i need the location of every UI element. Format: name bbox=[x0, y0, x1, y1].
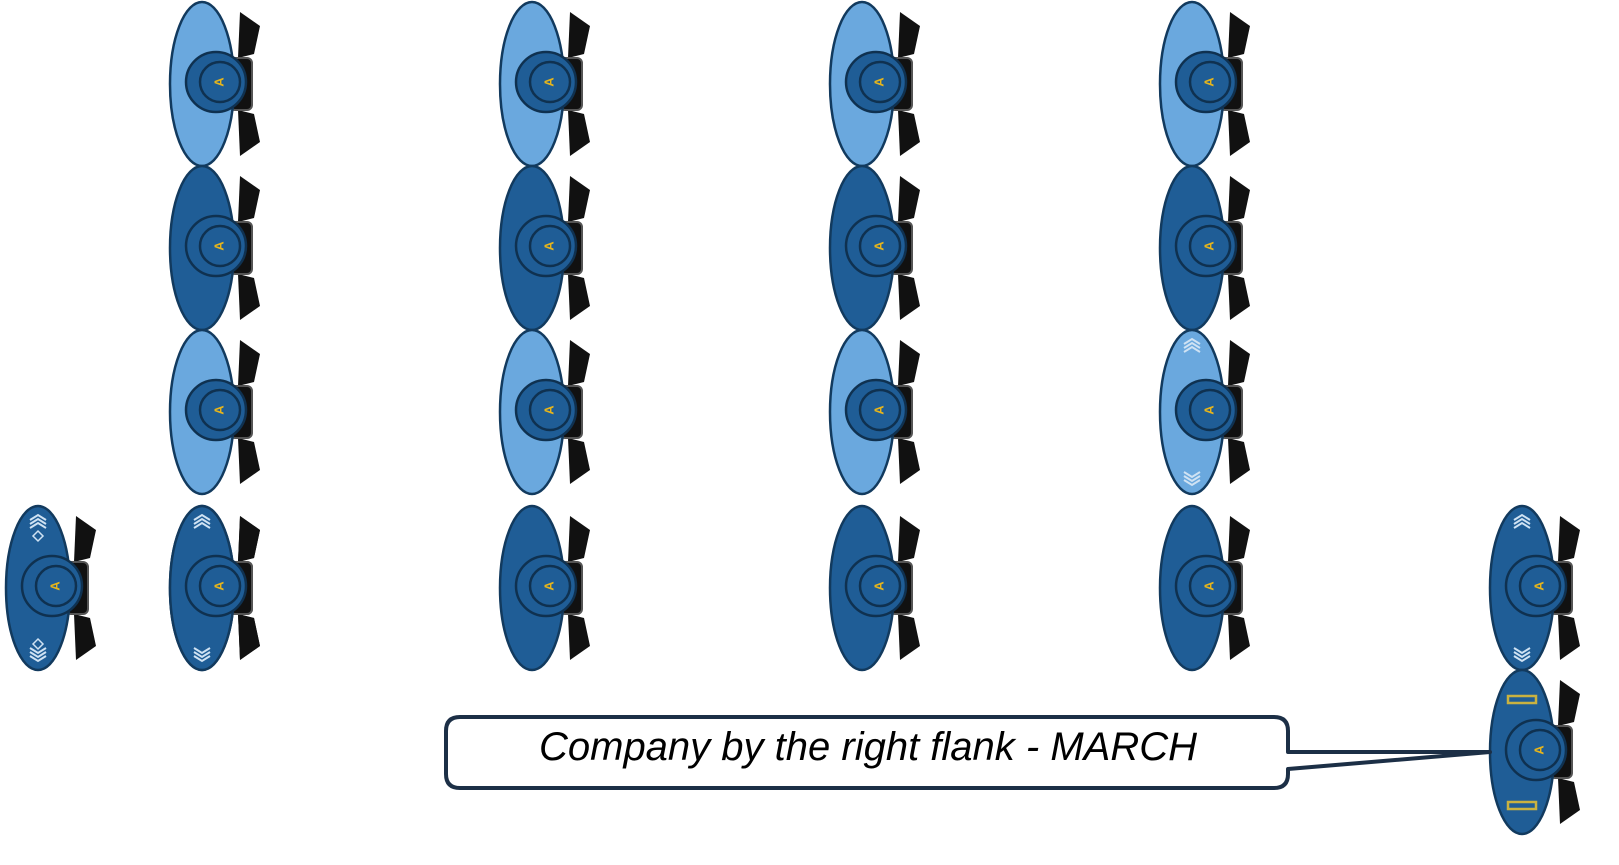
callout-text: Company by the right flank - MARCH bbox=[539, 725, 1197, 769]
soldier-left-guide: A bbox=[4, 504, 98, 672]
soldier-letter: A bbox=[871, 77, 886, 87]
soldier-r2-c2: A bbox=[498, 164, 592, 332]
soldier-letter: A bbox=[211, 405, 226, 415]
soldier-r1-c2: A bbox=[498, 0, 592, 168]
soldier-r3-c1: A bbox=[168, 328, 262, 496]
soldier-letter: A bbox=[1201, 581, 1216, 591]
soldiers-layer: AAAAAAAAAAAAAAAAAAAA bbox=[4, 0, 1582, 836]
soldier-letter: A bbox=[541, 581, 556, 591]
soldier-r4-c2: A bbox=[498, 504, 592, 672]
soldier-r1-c3: A bbox=[828, 0, 922, 168]
soldier-letter: A bbox=[47, 581, 62, 591]
callout-box bbox=[444, 715, 1492, 790]
soldier-r2-c3: A bbox=[828, 164, 922, 332]
soldier-r2-c4: A bbox=[1158, 164, 1252, 332]
soldier-officer: A bbox=[1488, 668, 1582, 836]
callout: Company by the right flank - MARCH bbox=[444, 715, 1492, 790]
soldier-letter: A bbox=[211, 77, 226, 87]
soldier-letter: A bbox=[1201, 241, 1216, 251]
soldier-letter: A bbox=[1531, 581, 1546, 591]
soldier-r3-c3: A bbox=[828, 328, 922, 496]
soldier-letter: A bbox=[871, 241, 886, 251]
soldier-letter: A bbox=[1201, 405, 1216, 415]
soldier-r3-c4: A bbox=[1158, 328, 1252, 496]
soldier-r2-c1: A bbox=[168, 164, 262, 332]
soldier-letter: A bbox=[871, 581, 886, 591]
soldier-letter: A bbox=[541, 405, 556, 415]
soldier-r4-c3: A bbox=[828, 504, 922, 672]
soldier-r3-c2: A bbox=[498, 328, 592, 496]
soldier-r1-c1: A bbox=[168, 0, 262, 168]
soldier-letter: A bbox=[1531, 745, 1546, 755]
soldier-letter: A bbox=[1201, 77, 1216, 87]
soldier-letter: A bbox=[211, 241, 226, 251]
soldier-letter: A bbox=[871, 405, 886, 415]
soldier-letter: A bbox=[541, 77, 556, 87]
soldier-right-guide: A bbox=[1488, 504, 1582, 672]
soldier-r4-c4: A bbox=[1158, 504, 1252, 672]
soldier-letter: A bbox=[541, 241, 556, 251]
soldier-letter: A bbox=[211, 581, 226, 591]
soldier-left-file-closer: A bbox=[168, 504, 262, 672]
soldier-r1-c4: A bbox=[1158, 0, 1252, 168]
